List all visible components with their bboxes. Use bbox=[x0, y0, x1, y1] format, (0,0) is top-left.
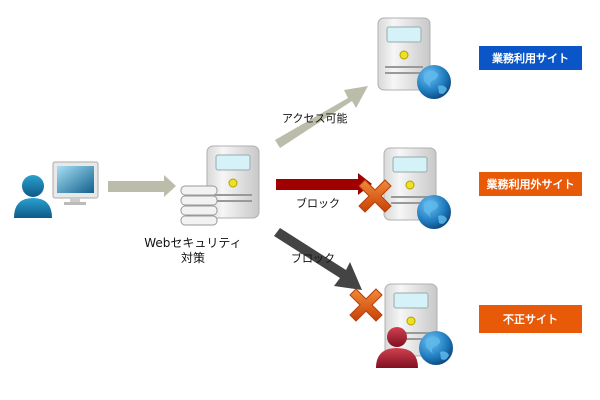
user-icon bbox=[14, 175, 52, 218]
gateway-caption-line2: 対策 bbox=[180, 251, 205, 265]
arrow-blocked-1 bbox=[276, 173, 372, 195]
arrow-blocked-2 bbox=[274, 228, 362, 290]
flow-label-blocked-1: ブロック bbox=[296, 197, 340, 210]
gateway-caption-line1: Webセキュリティ bbox=[144, 236, 242, 250]
arrow-to-gateway bbox=[108, 175, 176, 197]
tag-business-site: 業務利用サイト bbox=[479, 46, 582, 70]
tag-malicious-site: 不正サイト bbox=[479, 305, 582, 333]
flow-label-blocked-2: ブロック bbox=[291, 252, 335, 265]
malicious-user-icon bbox=[376, 327, 418, 368]
block-x-icon bbox=[349, 288, 383, 322]
arrow-allowed bbox=[275, 86, 368, 148]
globe-icon bbox=[417, 65, 451, 99]
flow-label-allowed: アクセス可能 bbox=[282, 112, 348, 125]
tag-nonbusiness-site: 業務利用外サイト bbox=[479, 172, 582, 196]
globe-icon bbox=[419, 331, 453, 365]
monitor-icon bbox=[52, 161, 99, 205]
gateway-caption: Webセキュリティ 対策 bbox=[128, 236, 258, 266]
database-icon bbox=[180, 185, 218, 226]
globe-icon bbox=[417, 195, 451, 229]
